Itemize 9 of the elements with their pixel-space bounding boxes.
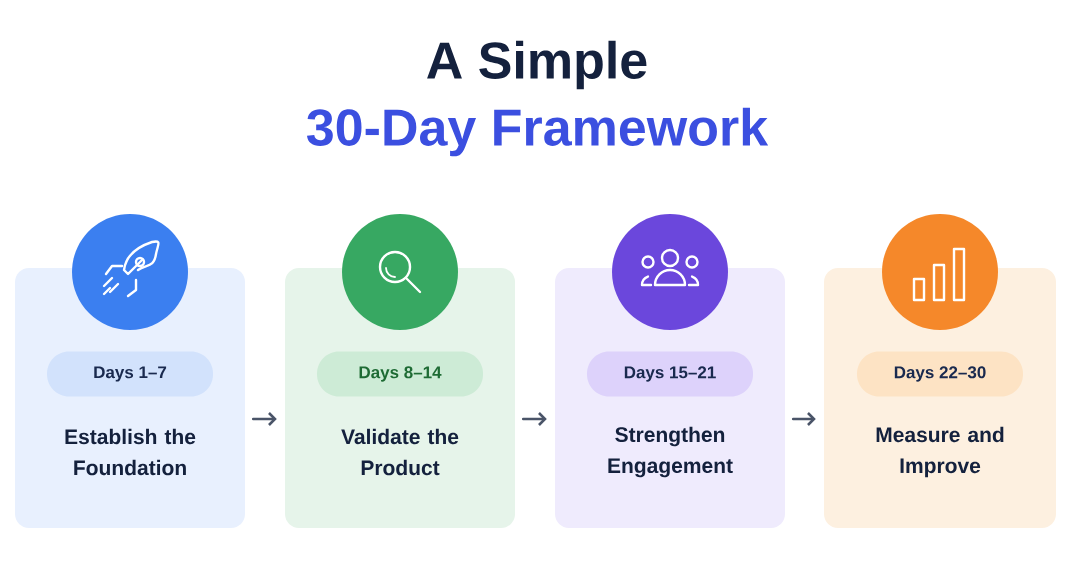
arrow (521, 412, 547, 426)
title: 30-Day Framework (307, 107, 769, 157)
title: A Simple (427, 40, 647, 90)
arrow (251, 412, 277, 426)
day-range-pill: Days 8–14 (317, 351, 483, 397)
day-range-pill: Days 22–30 (857, 351, 1023, 397)
day-range-pill: Days 1–7 (47, 351, 213, 397)
arrow (791, 412, 816, 426)
day-range-pill: Days 15–21 (587, 351, 753, 397)
